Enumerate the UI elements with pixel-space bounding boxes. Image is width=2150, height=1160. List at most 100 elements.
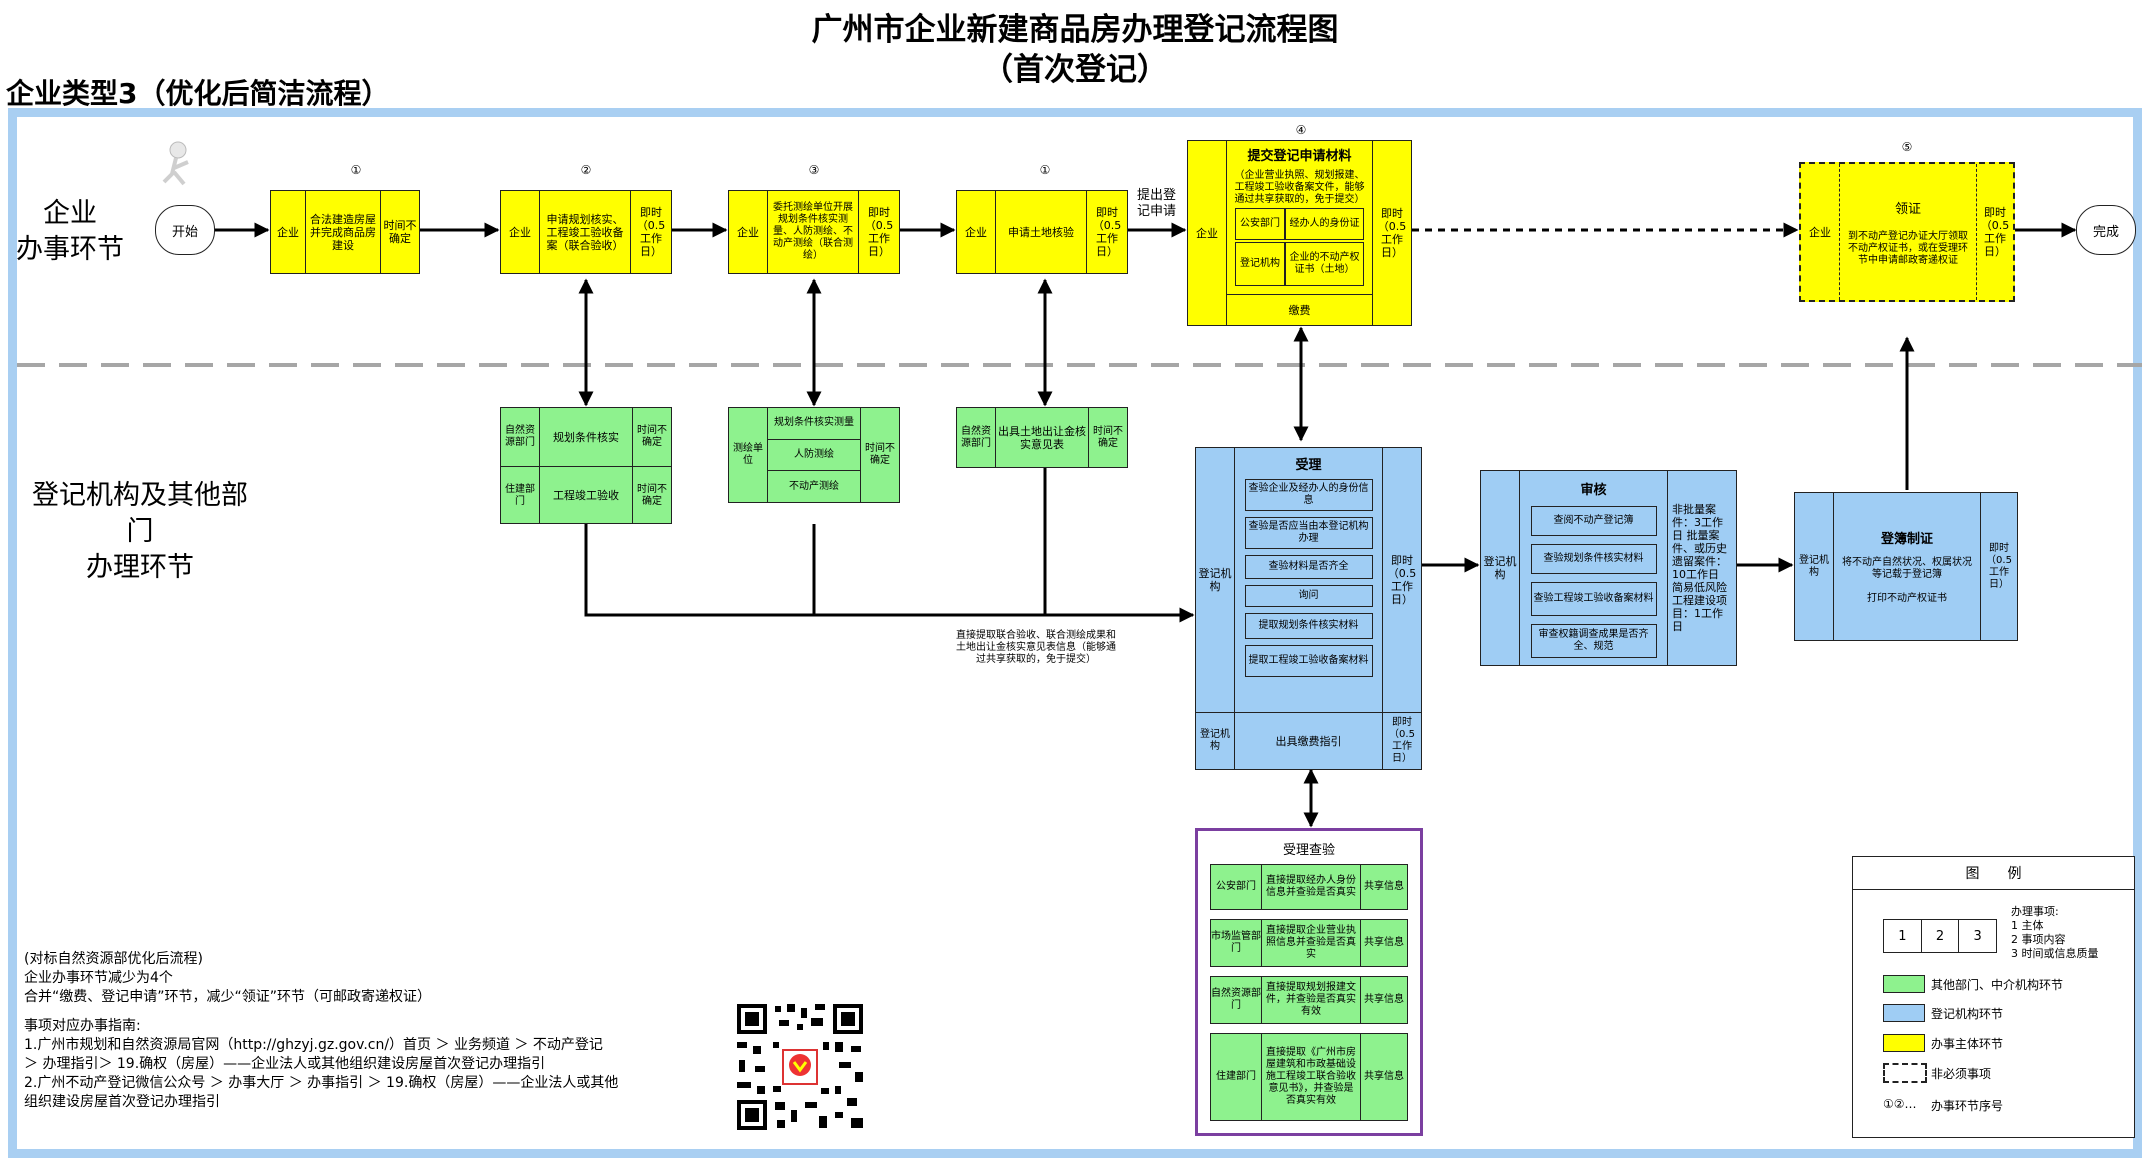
legend-swatch-green: [1883, 975, 1925, 993]
step-time: 即时（0.5工作日）: [1377, 207, 1407, 259]
accept-item: 查验是否应当由本登记机构办理: [1244, 517, 1373, 549]
accept-fee-row: 登记机构 出具缴费指引 即时（0.5工作日）: [1196, 713, 1421, 769]
step-time: 即时（0.5工作日）: [1092, 206, 1122, 258]
accept-fee-content: 出具缴费指引: [1235, 713, 1383, 769]
review-time: 非批量案件：3工作日 批量案件、或历史遗留案件：10工作日 简易低风险工程建设项…: [1672, 503, 1727, 633]
verify-content: 直接提取经办人身份信息并查验是否真实: [1262, 865, 1361, 909]
submit-grid-row: 公安部门 经办人的身份证: [1235, 208, 1364, 240]
verify-row: 住建部门 直接提取《广州市房屋建筑和市政基础设施工程竣工联合验收意见书》，并查验…: [1210, 1033, 1408, 1121]
legend-title: 图 例: [1853, 857, 2134, 890]
verify-content: 直接提取企业营业执照信息并查验是否真实: [1262, 920, 1361, 966]
verify-tag: 共享信息: [1364, 881, 1404, 892]
green-item: 规划条件核实测量: [768, 408, 860, 440]
legend-matter-item: 2 事项内容: [2011, 933, 2066, 946]
connector-green-to-accept: [584, 524, 1195, 623]
accept-title: 受理: [1295, 458, 1322, 473]
accept-fee-time: 即时（0.5工作日）: [1389, 717, 1415, 764]
register-time: 即时（0.5工作日）: [1986, 542, 2012, 590]
step-number: ④: [1295, 123, 1307, 137]
verify-title: 受理查验: [1282, 843, 1335, 858]
green-dept: 测绘单位: [729, 408, 768, 502]
green-dept: 住建部门: [501, 467, 540, 524]
flow-type-heading: 企业类型3（优化后简洁流程）: [6, 77, 390, 110]
verify-content: 直接提取规划报建文件，并查验是否真实有效: [1262, 977, 1361, 1023]
green-time: 时间不确定: [637, 483, 667, 507]
step-content: 委托测绘单位开展规划条件核实测量、人防测绘、不动产测绘（联合测绘）: [768, 191, 859, 273]
accept-main: 登记机构 受理 查验企业及经办人的身份信息 查验是否应当由本登记机构办理 查验材…: [1196, 448, 1421, 713]
collect-content: 领证 到不动产登记办证大厅领取不动产权证书，或在受理环节中申请邮政寄递权证: [1840, 164, 1977, 300]
green-box-planning: 自然资源部门 规划条件核实 时间不确定 住建部门 工程竣工验收 时间不确定: [500, 407, 672, 524]
page-title: 广州市企业新建商品房办理登记流程图: [811, 12, 1339, 48]
verify-dept: 住建部门: [1211, 1034, 1262, 1120]
accept-item: 查验企业及经办人的身份信息: [1244, 479, 1373, 511]
legend-label: 办事主体环节: [1931, 1037, 2004, 1051]
submit-fee: 缴费: [1227, 294, 1372, 325]
collect-box: 企业 领证 到不动产登记办证大厅领取不动产权证书，或在受理环节中申请邮政寄递权证…: [1799, 162, 2015, 302]
lane-label-line: 登记机构及其他部门: [32, 480, 248, 547]
step-actor: 企业: [957, 191, 996, 273]
diagram-frame: [8, 108, 2142, 1158]
accept-item: 提取工程竣工验收备案材料: [1244, 645, 1373, 677]
submit-content: 提交登记申请材料 （企业营业执照、规划报建、工程竣工验收备案文件，能够通过共享获…: [1227, 141, 1373, 325]
step2-box: 企业 申请规划核实、工程竣工验收备案（联合验收） 即时（0.5工作日）: [500, 190, 672, 274]
note-line: 企业办事环节减少为4个: [24, 970, 173, 986]
legend-label: 办事环节序号: [1931, 1099, 2004, 1113]
step-time: 时间不确定: [383, 219, 417, 245]
accept-box: 登记机构 受理 查验企业及经办人的身份信息 查验是否应当由本登记机构办理 查验材…: [1195, 447, 1422, 770]
verify-dept: 公安部门: [1211, 865, 1262, 909]
note-line: 事项对应办事指南:: [24, 1018, 141, 1034]
note-line: (对标自然资源部优化后流程): [24, 951, 203, 967]
lane-label-enterprise: 企业 办事环节: [10, 196, 130, 268]
accept-items: 受理 查验企业及经办人的身份信息 查验是否应当由本登记机构办理 查验材料是否齐全…: [1235, 448, 1383, 712]
step-actor: 企业: [729, 191, 768, 273]
step-time: 即时（0.5工作日）: [864, 206, 894, 258]
line-note: 直接提取联合验收、联合测绘成果和土地出让金核实意见表信息（能够通过共享获取的，免…: [956, 630, 1116, 665]
note-line: 组织建设房屋首次登记办理指引: [24, 1094, 220, 1110]
submit-arrow-label: 提出登记申请: [1137, 188, 1177, 219]
note-line: 1.广州市规划和自然资源局官网（http://ghzyj.gz.gov.cn/）…: [24, 1037, 603, 1053]
legend-symbol: ①②…: [1883, 1097, 1917, 1111]
grid-item: 经办人的身份证: [1285, 208, 1364, 240]
grid-item: 企业的不动产权证书（土地）: [1285, 242, 1364, 286]
accept-item: 询问: [1244, 585, 1373, 607]
review-item: 查阅不动产登记簿: [1530, 506, 1657, 536]
accept-actor: 登记机构: [1196, 448, 1235, 712]
lane-label-line: 办事环节: [16, 234, 124, 265]
review-box: 登记机构 审核 查阅不动产登记簿 查验规划条件核实材料 查验工程竣工验收备案材料…: [1480, 470, 1737, 666]
notes-block: (对标自然资源部优化后流程) 企业办事环节减少为4个 合并“缴费、登记申请”环节…: [24, 950, 714, 1112]
verify-tag: 共享信息: [1364, 937, 1404, 948]
green-time: 时间不确定: [865, 443, 895, 466]
verify-tag: 共享信息: [1364, 994, 1404, 1005]
register-text-print: 打印不动产权证书: [1867, 593, 1947, 604]
legend-matter-text: 办理事项: 1 主体 2 事项内容 3 时间或信息质量: [2011, 905, 2099, 961]
green-content: 出具土地出让金核实意见表: [996, 408, 1089, 467]
lane-label-agency: 登记机构及其他部门 办理环节: [20, 478, 260, 586]
green-item: 不动产测绘: [789, 480, 839, 492]
legend-matter-item: 3 时间或信息质量: [2011, 947, 2099, 960]
start-node: 开始: [155, 205, 215, 255]
legend-swatch-blue: [1883, 1004, 1925, 1022]
lane-label-line: 办理环节: [86, 552, 194, 583]
verify-dept: 自然资源部门: [1211, 977, 1262, 1023]
qr-code-icon[interactable]: [735, 1002, 865, 1132]
step-actor: 企业: [1801, 164, 1840, 300]
accept-item: 查验材料是否齐全: [1244, 555, 1373, 579]
step-time: 即时（0.5工作日）: [636, 206, 666, 258]
legend-swatch-dashed: [1883, 1063, 1927, 1083]
step-content: 合法建造房屋并完成商品房建设: [306, 191, 381, 273]
step-content: 申请土地核验: [996, 191, 1087, 273]
note-line: ＞ 办理指引＞ 19.确权（房屋）——企业法人或其他组织建设房屋首次登记办理指引: [24, 1056, 546, 1072]
review-item: 查验规划条件核实材料: [1530, 544, 1657, 574]
legend-cell: 2: [1922, 920, 1960, 952]
step-actor: 企业: [501, 191, 540, 273]
step-time: 即时（0.5工作日）: [1980, 206, 2010, 258]
green-row: 住建部门 工程竣工验收 时间不确定: [501, 467, 671, 524]
note-line: 2.广州不动产登记微信公众号 ＞ 办事大厅 ＞ 办事指引 ＞ 19.确权（房屋）…: [24, 1075, 619, 1091]
submit-box: 企业 提交登记申请材料 （企业营业执照、规划报建、工程竣工验收备案文件，能够通过…: [1187, 140, 1412, 326]
accept-item: 提取规划条件核实材料: [1244, 613, 1373, 639]
legend-matter-cells: 1 2 3: [1883, 919, 1997, 953]
legend-label: 登记机构环节: [1931, 1007, 2004, 1021]
submit-title: 提交登记申请材料: [1247, 149, 1352, 164]
green-content: 工程竣工验收: [540, 467, 633, 524]
